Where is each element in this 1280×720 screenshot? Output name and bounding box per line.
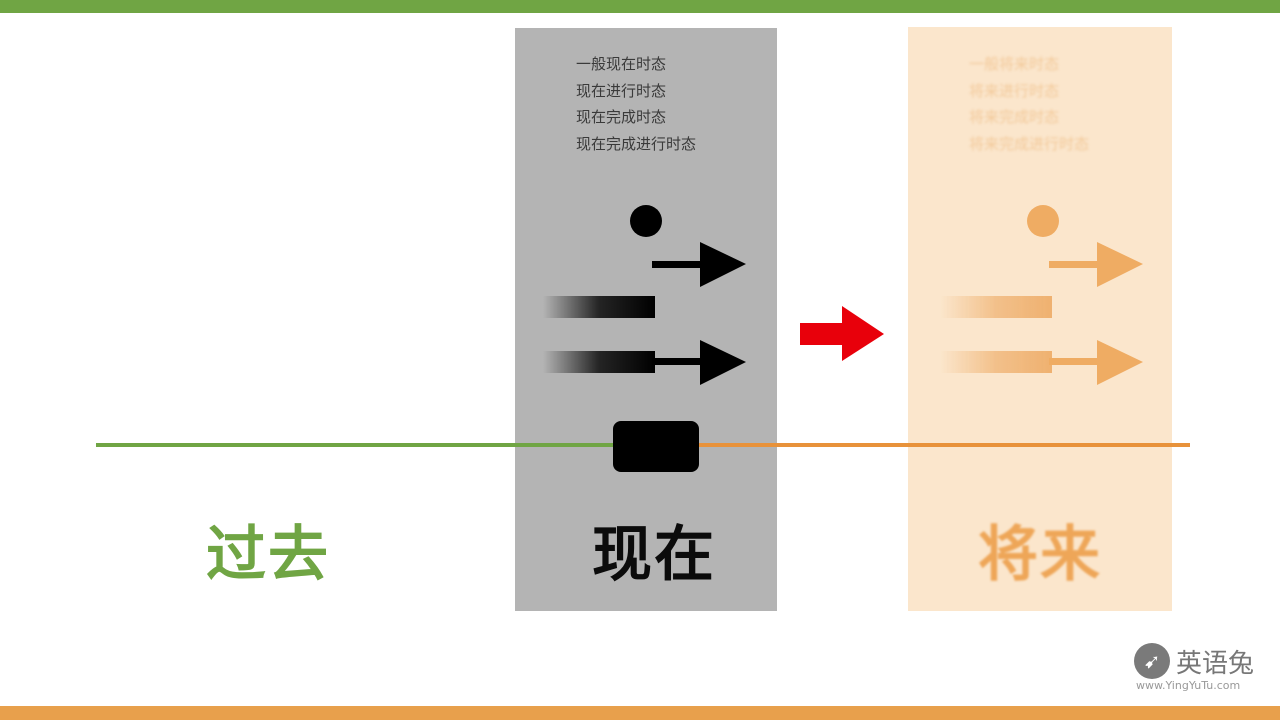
- present-label: 现在: [592, 520, 716, 590]
- perfect-progressive-arrow-icon: [543, 340, 746, 385]
- future-tense-list: 一般将来时态 将来进行时态 将来完成时态 将来完成进行时态: [969, 51, 1089, 157]
- perfect-bar-icon: [543, 296, 655, 318]
- perfect-bar-icon: [940, 296, 1052, 318]
- tense-item: 一般现在时态: [576, 55, 667, 73]
- simple-dot-icon: [1027, 205, 1059, 237]
- perfect-progressive-arrow-icon: [940, 340, 1143, 385]
- tense-item: 现在完成时态: [576, 108, 667, 126]
- rabbit-logo-icon: ➹: [1134, 643, 1170, 679]
- present-tense-list: 一般现在时态 现在进行时态 现在完成时态 现在完成进行时态: [576, 51, 696, 157]
- now-marker: [613, 421, 699, 472]
- top-accent-bar: [0, 0, 1280, 13]
- progressive-arrow-icon: [1049, 242, 1143, 287]
- logo-url: www.YingYuTu.com: [1136, 679, 1241, 692]
- transition-arrow-icon: [800, 306, 884, 361]
- tense-item: 将来完成进行时态: [969, 134, 1090, 153]
- future-label: 将来: [978, 520, 1102, 590]
- logo: ➹ 英语兔 www.YingYuTu.com: [1134, 641, 1264, 693]
- tense-item: 现在进行时态: [576, 81, 667, 100]
- past-timeline: [96, 443, 656, 447]
- tense-item: 现在完成进行时态: [576, 134, 697, 153]
- future-symbols: [940, 205, 1143, 385]
- present-panel: [515, 28, 777, 611]
- bottom-accent-bar: [0, 706, 1280, 720]
- past-label: 过去: [206, 520, 330, 590]
- present-symbols: [543, 205, 746, 385]
- tense-item: 将来进行时态: [969, 81, 1060, 100]
- simple-dot-icon: [630, 205, 662, 237]
- tense-item: 一般将来时态: [969, 55, 1060, 73]
- logo-name: 英语兔: [1176, 649, 1255, 679]
- future-timeline: [656, 443, 1190, 447]
- future-panel: [908, 27, 1172, 611]
- tense-item: 将来完成时态: [969, 108, 1060, 126]
- progressive-arrow-icon: [652, 242, 746, 287]
